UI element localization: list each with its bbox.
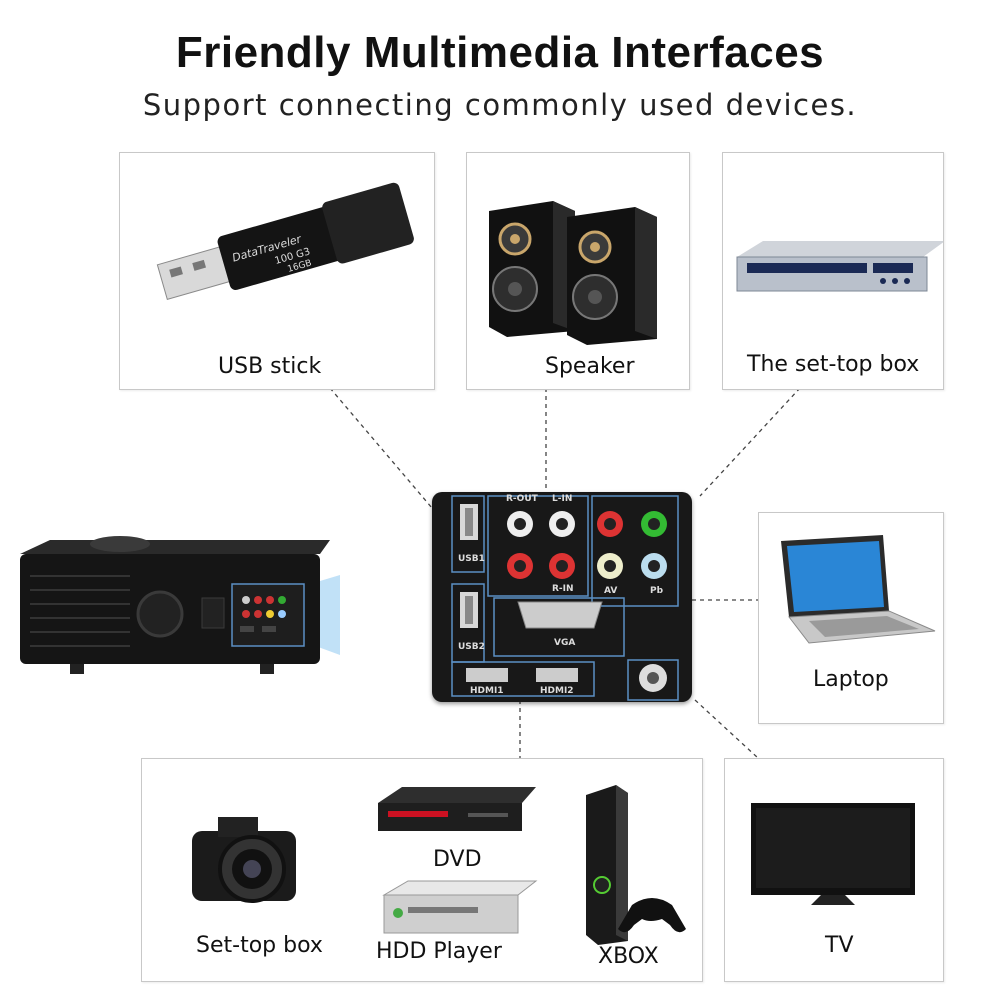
usb1-label: USB1 — [458, 554, 485, 564]
xbox-image — [586, 785, 686, 945]
tv-card: TV — [724, 758, 944, 982]
speaker-label: Speaker — [545, 354, 635, 379]
set-top-box-label: Set-top box — [196, 933, 323, 958]
page-title: Friendly Multimedia Interfaces — [175, 28, 825, 77]
hdd-player-image — [382, 880, 538, 934]
usb-stick-label: USB stick — [218, 354, 322, 379]
pb-label: Pb — [650, 586, 664, 596]
usb2-label: USB2 — [458, 642, 485, 652]
tv-label: TV — [825, 933, 854, 958]
hdd-player-label: HDD Player — [376, 939, 502, 964]
hdmi2-label: HDMI2 — [540, 686, 574, 696]
camera-image — [192, 817, 296, 903]
av-label: AV — [604, 586, 618, 596]
l-in-label: L-IN — [552, 494, 573, 504]
r-out-label: R-OUT — [506, 494, 538, 504]
tv-image — [751, 803, 915, 905]
vga-label: VGA — [554, 638, 576, 648]
speaker-image — [489, 201, 657, 345]
laptop-card: Laptop — [758, 512, 944, 724]
laptop-label: Laptop — [813, 667, 889, 692]
media-devices-card: DVD HDD Player Set-top box XBOX — [141, 758, 703, 982]
hdmi1-label: HDMI1 — [470, 686, 504, 696]
usb-stick-image: DataTraveler 100 G3 16GB — [156, 182, 414, 301]
projector-image — [20, 536, 340, 674]
dvd-label: DVD — [433, 847, 482, 872]
r-in-label: R-IN — [552, 584, 574, 594]
xbox-label: XBOX — [598, 944, 659, 969]
settop-box-image — [736, 241, 943, 292]
connector-panel: USB1 USB2 R-OUT L-IN R-IN AV Pb VGA HDMI… — [432, 492, 692, 702]
connector-panel-ports — [451, 495, 679, 701]
speaker-card: Speaker — [466, 152, 690, 390]
dvd-image — [378, 787, 536, 831]
page-subtitle: Support connecting commonly used devices… — [142, 88, 858, 122]
laptop-image — [781, 535, 936, 644]
settop-box-top-label: The set-top box — [747, 352, 920, 377]
usb-stick-card: DataTraveler 100 G3 16GB USB stick — [119, 152, 435, 390]
settop-box-card: The set-top box — [722, 152, 944, 390]
